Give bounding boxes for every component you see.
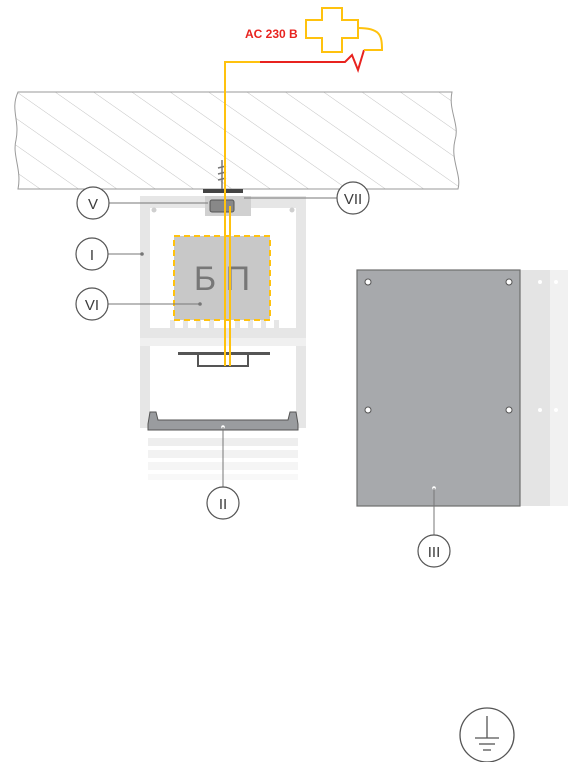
- callout-vii-label: VII: [344, 191, 362, 208]
- callout-vi: VI: [75, 287, 109, 321]
- plug-icon: [305, 7, 384, 53]
- callout-iii-label: III: [428, 544, 441, 561]
- callout-i-label: I: [90, 247, 94, 264]
- supply-cable: [224, 49, 365, 120]
- callout-v-label: V: [88, 196, 98, 213]
- callout-iii: III: [417, 534, 451, 568]
- callout-ii-label: II: [219, 496, 227, 513]
- callout-i: I: [75, 237, 109, 271]
- leader-lines: [108, 197, 435, 535]
- supply-voltage-label: AC 230 В: [245, 27, 298, 41]
- callout-vi-label: VI: [85, 297, 99, 314]
- ground-icon: [459, 707, 515, 763]
- ceiling-slab: [14, 91, 460, 190]
- callout-vii: VII: [336, 181, 370, 215]
- power-supply-unit: Б П: [173, 235, 271, 321]
- mounting-bracket: [203, 189, 251, 216]
- power-supply-label: Б П: [194, 260, 250, 298]
- callout-ii: II: [206, 486, 240, 520]
- internal-wire: [224, 120, 231, 366]
- panel-stack: [520, 270, 568, 506]
- end-cap-panel: [356, 269, 521, 507]
- callout-v: V: [76, 186, 110, 220]
